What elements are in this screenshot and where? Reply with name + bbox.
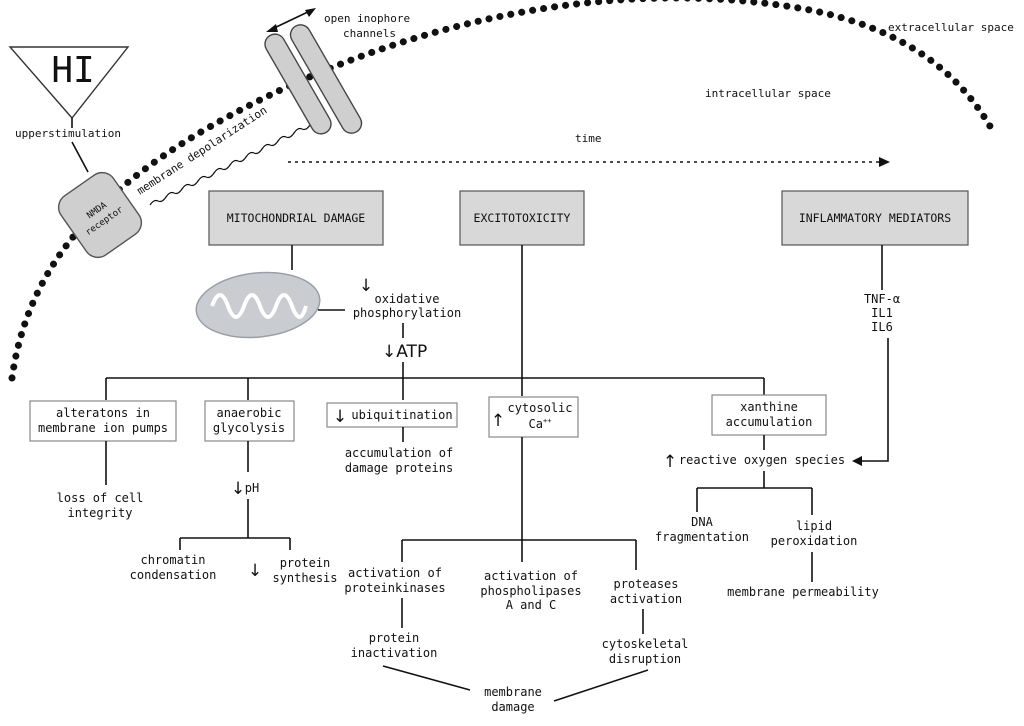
dna-label-1: DNA (691, 515, 713, 529)
oxphos-label-2: phosphorylation (353, 306, 461, 320)
oxphos-label-1: oxidative (374, 292, 439, 306)
calcium-label-2: Ca++ (529, 417, 552, 431)
pumps-box (29, 400, 177, 442)
inflam-header: INFLAMMATORY MEDIATORS (799, 211, 951, 225)
inactivation-label-1: protein (369, 631, 420, 645)
xanthine-box (711, 394, 827, 436)
hi-label: HI (51, 50, 94, 91)
protsyn-label-1: protein (280, 556, 331, 570)
svg-text:↓: ↓ (333, 407, 347, 427)
damage-label-1: membrane (484, 685, 542, 699)
svg-text:↑: ↑ (491, 411, 505, 431)
integrity-label-1: loss of cell (57, 491, 144, 505)
time-label: time (575, 132, 602, 145)
mito-header-box (208, 190, 384, 246)
dna-label-2: fragmentation (655, 530, 749, 544)
inactivation-label-2: inactivation (351, 646, 438, 660)
cytoskeletal-label-2: disruption (609, 652, 681, 666)
cytoskeletal-label-1: cytoskeletal (602, 637, 689, 651)
glycolysis-label-2: glycolysis (213, 421, 285, 435)
nmda-receptor: NMDA receptor (57, 171, 143, 259)
integrity-label-2: integrity (67, 506, 132, 520)
calcium-label-1: cytosolic (507, 401, 572, 415)
hi-triangle (8, 46, 130, 120)
damage-label-2: damage (491, 700, 534, 714)
kinases-label-2: proteinkinases (344, 581, 445, 595)
mediator-il1: IL1 (871, 306, 893, 320)
ros-label: reactive oxygen species (679, 453, 845, 467)
ion-channels (264, 24, 363, 135)
overstimulation-label: upperstimulation (15, 127, 121, 140)
intracellular-label: intracellular space (705, 87, 831, 100)
lipid-label-2: peroxidation (771, 534, 858, 548)
kinases-label-1: activation of (348, 566, 442, 580)
ubiquitination-box (326, 402, 458, 428)
xanthine-label-1: xanthine (740, 400, 798, 414)
lipid-label-1: lipid (796, 519, 832, 533)
xanthine-label-2: accumulation (726, 415, 813, 429)
glycolysis-box (204, 400, 295, 442)
svg-text:↓: ↓ (248, 561, 262, 581)
accum-label-1: accumulation of (345, 446, 453, 460)
phospho-label-2: phospholipases (480, 584, 581, 598)
extracellular-label: extracellular space (888, 21, 1014, 34)
ubiquitination-label: ubiquitination (351, 408, 452, 422)
mediator-il6: IL6 (871, 320, 893, 334)
channels-label-2: channels (343, 27, 396, 40)
excito-header: EXCITOTOXICITY (474, 211, 571, 225)
excito-header-box (459, 190, 585, 246)
chromatin-label-2: condensation (130, 568, 217, 582)
svg-text:↑: ↑ (663, 452, 677, 472)
channels-label-1: open inophore (324, 12, 410, 25)
pumps-label-2: membrane ion pumps (38, 421, 168, 435)
proteases-label-2: activation (610, 592, 682, 606)
svg-text:↓: ↓ (231, 479, 245, 499)
depolarization-wave (149, 124, 311, 206)
proteases-label-1: proteases (613, 577, 678, 591)
chromatin-label-1: chromatin (140, 553, 205, 567)
atp-label: ↓ATP (382, 342, 427, 362)
mito-header: MITOCHONDRIAL DAMAGE (227, 211, 366, 225)
mediator-tnf: TNF-α (864, 292, 900, 306)
svg-text:↓: ↓ (359, 276, 373, 296)
phospho-label-3: A and C (506, 598, 557, 612)
mitochondrion-icon (195, 271, 321, 339)
ph-label: pH (245, 481, 259, 495)
permeability-label: membrane permeability (727, 585, 879, 599)
accum-label-2: damage proteins (345, 461, 453, 475)
depolarization-label: membrane depolarization (135, 104, 270, 198)
inflam-header-box (781, 190, 969, 246)
phospho-label-1: activation of (484, 569, 578, 583)
glycolysis-label-1: anaerobic (216, 406, 281, 420)
protsyn-label-2: synthesis (272, 571, 337, 585)
calcium-box (488, 396, 579, 438)
cell-membrane (8, 0, 999, 382)
pumps-label-1: alteratons in (56, 406, 150, 420)
